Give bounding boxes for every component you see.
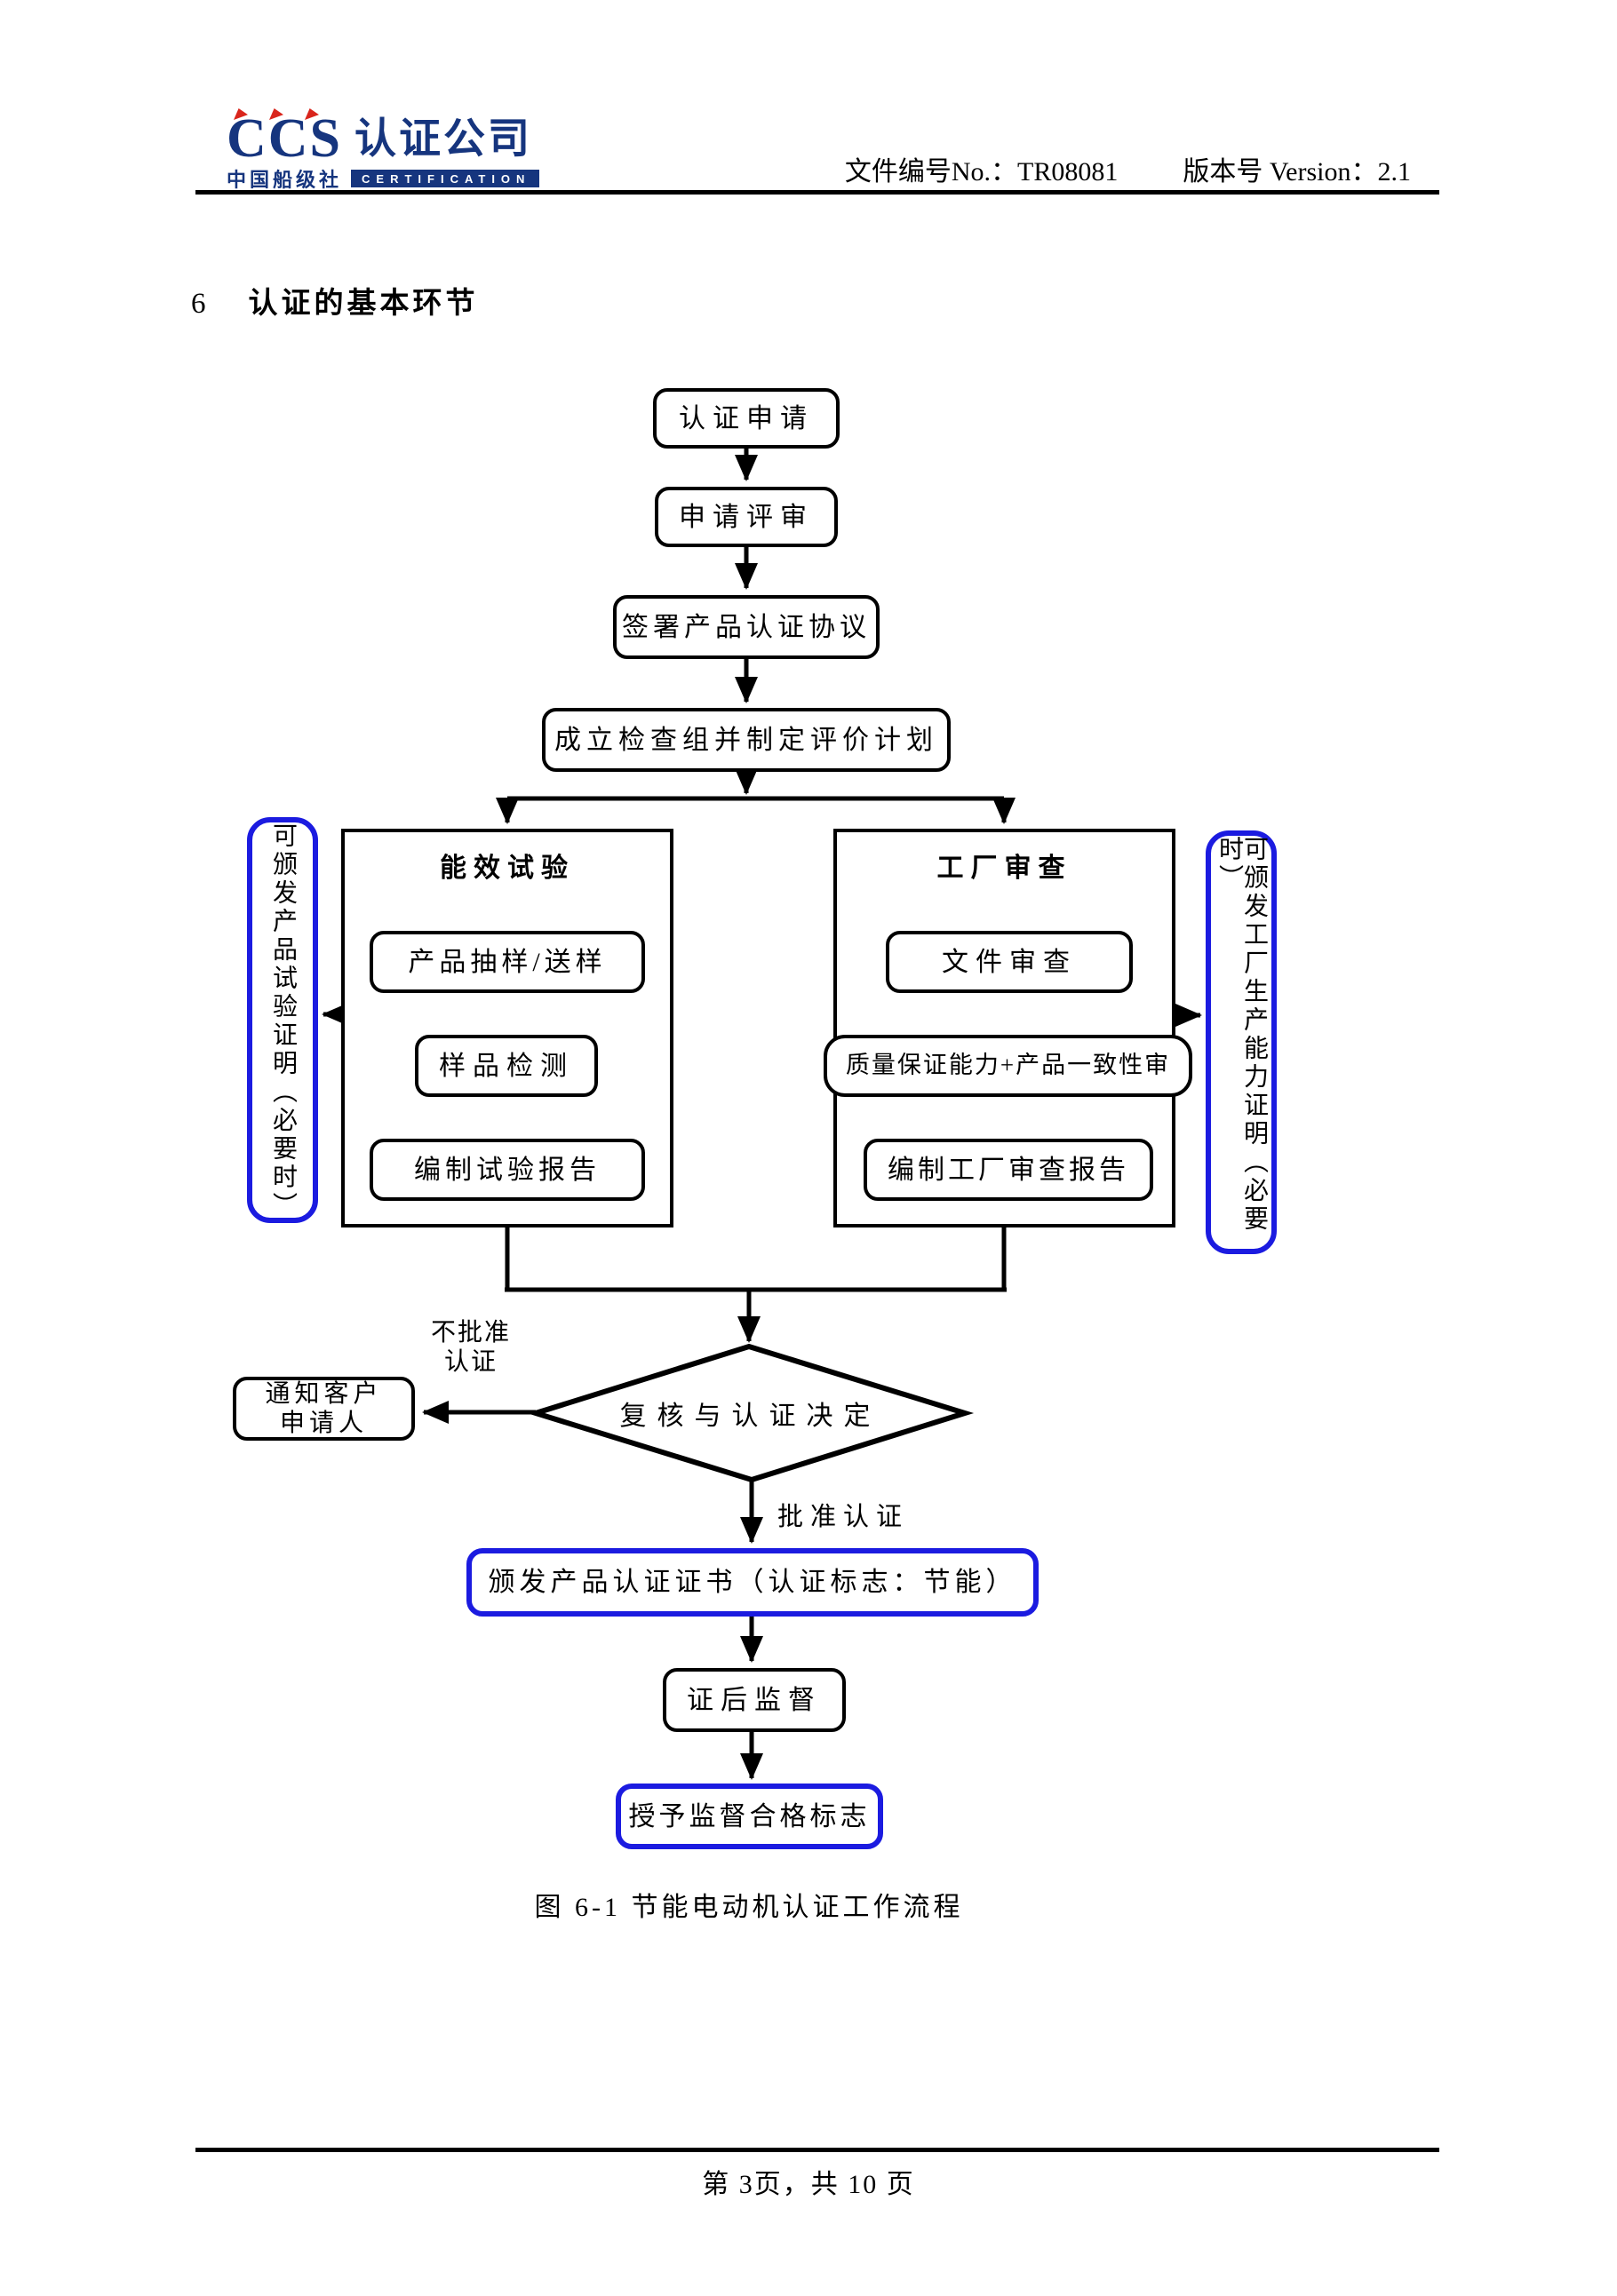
node-test-report: 编制试验报告 [370,1139,645,1201]
node-supervision-mark: 授予监督合格标志 [616,1784,883,1849]
decision-diamond-shape [526,1343,975,1483]
section-number: 6 [191,288,206,320]
logo-top-row: CCS 认证公司 [227,108,539,169]
node-review: 申请评审 [655,487,838,547]
page-number: 第 3页，共 10 页 [702,2170,915,2199]
section-heading: 6 认证的基本环节 [191,279,479,322]
node-quality-review: 质量保证能力+产品一致性审 [824,1035,1192,1097]
logo-bottom-row: 中国船级社 CERTIFICATION [227,164,540,193]
side-note-product-test-proof: 可颁发产品试验证明（必要时） [247,817,318,1223]
node-factory-report: 编制工厂审查报告 [864,1139,1153,1201]
label-approve: 批准认证 [777,1503,910,1531]
label-reject: 不批准 认证 [430,1319,511,1376]
node-doc-review: 文件审查 [886,931,1133,993]
group-factory-review-title: 工厂审查 [936,854,1072,883]
node-decision-label: 复核与认证决定 [619,1402,881,1431]
header-rule [195,190,1439,195]
logo-company-name: 认证公司 [354,116,533,163]
logo-cn-name: 中国船级社 [227,169,343,191]
doc-version: 版本号 Version：2.1 [1183,157,1411,187]
doc-number: 文件编号No.：TR08081 [844,157,1119,187]
node-testing: 样品检测 [415,1035,598,1097]
node-team: 成立检查组并制定评价计划 [542,708,951,772]
footer-rule [195,2148,1439,2152]
group-energy-test-title: 能效试验 [440,854,575,883]
side-note-factory-capacity-proof: 可颁发工厂生产能力证明（必要时） [1206,830,1277,1254]
section-title: 认证的基本环节 [248,288,479,320]
figure-caption: 图 6-1 节能电动机认证工作流程 [534,1893,964,1922]
node-notify-applicant: 通知客户 申请人 [233,1377,415,1441]
ccs-logo: CCS 认证公司 中国船级社 CERTIFICATION [227,108,540,193]
node-apply: 认证申请 [653,388,840,449]
logo-ccs-letters: CCS [227,108,343,169]
logo-certification-bar: CERTIFICATION [351,170,540,187]
node-issue-certificate: 颁发产品认证证书（认证标志：节能） [466,1548,1039,1617]
node-agreement: 签署产品认证协议 [613,595,880,659]
node-sampling: 产品抽样/送样 [370,931,645,993]
doc-number-line: 文件编号No.：TR08081 版本号 Version：2.1 [845,149,1411,188]
node-post-supervision: 证后监督 [663,1668,846,1732]
